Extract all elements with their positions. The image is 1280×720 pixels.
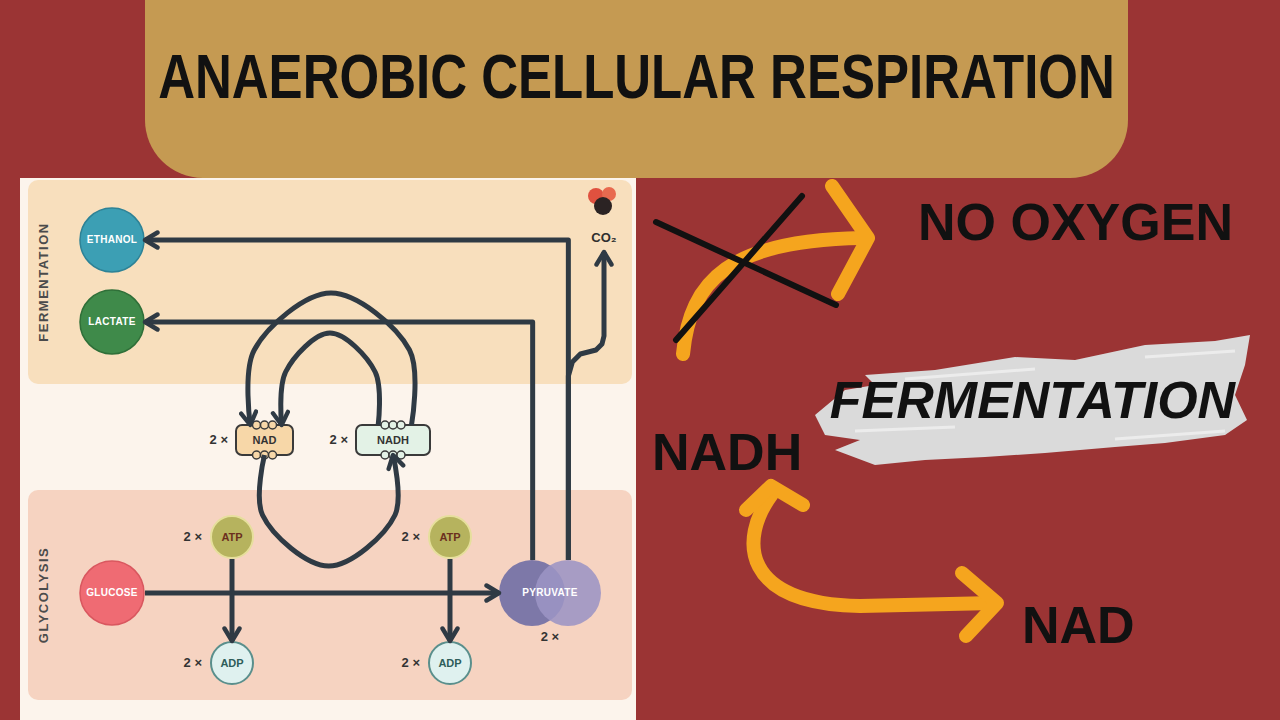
page-title: ANAEROBIC CELLULAR RESPIRATION xyxy=(145,45,1128,110)
circle-shape xyxy=(429,516,471,558)
circle-shape xyxy=(211,642,253,684)
atom-symbol xyxy=(594,197,612,215)
callout-text: NO OXYGEN xyxy=(918,196,1233,248)
flow-arrow xyxy=(248,293,415,425)
co2-molecule: CO₂ xyxy=(580,184,628,252)
membrane-bump xyxy=(261,421,269,429)
brush-highlight: FERMENTATION xyxy=(815,335,1250,465)
glycolysis-band: GLYCOLYSIS2 ×ATP2 ×ATPGLUCOSEPYRUVATE2 ×… xyxy=(28,490,632,700)
circle-shape xyxy=(80,208,144,272)
membrane-bump xyxy=(389,421,397,429)
membrane-bump xyxy=(261,451,269,459)
flow-arrow xyxy=(281,333,380,425)
membrane-bump xyxy=(397,421,405,429)
adp-circle: 2 ×ADP xyxy=(428,641,472,685)
flow-arrow xyxy=(230,559,235,641)
molecule-label: ETHANOL xyxy=(79,234,145,246)
adp-circle: 2 ×ADP xyxy=(210,641,254,685)
orange-arrow-head xyxy=(746,486,803,510)
nad-box: 2 ×NAD xyxy=(236,425,293,455)
flow-arrow xyxy=(448,559,453,641)
atp-circle: 2 ×ATP xyxy=(428,515,472,559)
molecule-label: ADP xyxy=(428,657,472,669)
molecule-label: GLUCOSE xyxy=(79,587,145,599)
flow-arrow xyxy=(145,240,568,560)
atp-circle: 2 ×ATP xyxy=(210,515,254,559)
membrane-bump xyxy=(397,451,405,459)
orange-arrow-head xyxy=(832,186,868,294)
ethanol-circle: ETHANOL xyxy=(79,207,145,273)
membrane-bump xyxy=(381,451,389,459)
membrane-bump xyxy=(269,451,277,459)
molecule-label: NADH xyxy=(356,434,430,446)
count-label: 2 × xyxy=(330,433,348,447)
band-label: GLYCOLYSIS xyxy=(36,547,51,643)
count-label: 2 × xyxy=(210,433,228,447)
molecule-label: LACTATE xyxy=(79,316,145,328)
cross-mark xyxy=(676,196,802,340)
band-label: FERMENTATION xyxy=(36,222,51,341)
callout-text: NADH xyxy=(652,426,802,478)
brush-shape xyxy=(815,335,1250,465)
membrane-bump xyxy=(389,451,397,459)
count-label: 2 × xyxy=(499,630,601,644)
flow-arrow xyxy=(145,322,533,560)
molecule-label: ADP xyxy=(210,657,254,669)
molecule-label: NAD xyxy=(236,434,293,446)
count-label: 2 × xyxy=(184,530,202,544)
title-banner: ANAEROBIC CELLULAR RESPIRATION xyxy=(145,0,1128,178)
flow-arrow xyxy=(568,252,604,560)
membrane-bump xyxy=(253,421,261,429)
pyruvate-circle: PYRUVATE2 × xyxy=(499,560,601,626)
circle-shape xyxy=(80,561,144,625)
orange-arrow-head xyxy=(962,573,997,636)
count-label: 2 × xyxy=(402,530,420,544)
count-label: 2 × xyxy=(402,656,420,670)
highlight-text: FERMENTATION xyxy=(815,374,1250,426)
fermentation-band: FERMENTATION ETHANOL LACTATE CO₂ xyxy=(28,180,632,384)
lactate-circle: LACTATE xyxy=(79,289,145,355)
circle-shape xyxy=(211,516,253,558)
membrane-bump xyxy=(381,421,389,429)
flow-arrow xyxy=(259,455,398,566)
circle-shape xyxy=(429,642,471,684)
molecule-label: CO₂ xyxy=(580,230,628,245)
diagram-panel xyxy=(20,178,636,720)
glucose-circle: GLUCOSE xyxy=(79,560,145,626)
molecule-label: ATP xyxy=(428,531,472,543)
flow-arrow xyxy=(145,591,499,596)
count-label: 2 × xyxy=(184,656,202,670)
circle-shape xyxy=(80,290,144,354)
molecule-label: PYRUVATE xyxy=(499,587,601,599)
molecule-label: ATP xyxy=(210,531,254,543)
callout-text: NAD xyxy=(1022,599,1135,651)
membrane-bump xyxy=(269,421,277,429)
orange-double-arrow xyxy=(753,494,994,606)
nadh-box: 2 ×NADH xyxy=(356,425,430,455)
membrane-bump xyxy=(253,451,261,459)
